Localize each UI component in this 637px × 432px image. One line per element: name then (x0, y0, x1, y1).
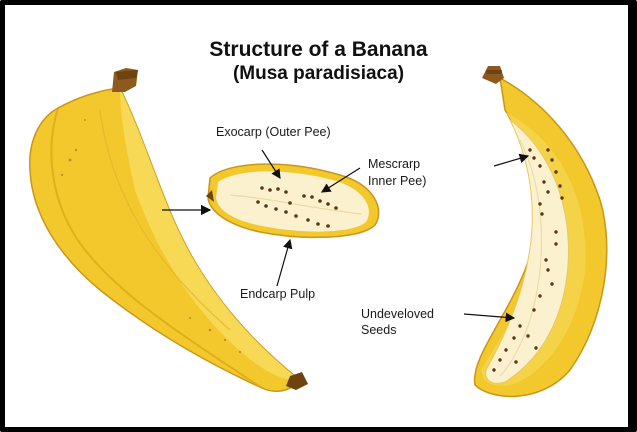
longitudinal-pointer-line (494, 156, 528, 166)
endocarp-label: Endcarp Pulp (240, 287, 315, 302)
endocarp-leader-line (277, 240, 290, 286)
seeds-label-line2: Seeds (361, 323, 396, 338)
seeds-label-line1: Undeveloved (361, 307, 434, 322)
banana-longitudinal-section-icon (475, 66, 607, 396)
diagram-title: Structure of a Banana (0, 38, 637, 62)
exocarp-label: Exocarp (Outer Pee) (216, 125, 331, 140)
mesocarp-label-line2: Inner Pee) (368, 174, 426, 189)
banana-cross-section-icon (206, 164, 379, 237)
mesocarp-label-line1: Mescrarp (368, 157, 420, 172)
diagram-subtitle: (Musa paradisiaca) (0, 63, 637, 85)
